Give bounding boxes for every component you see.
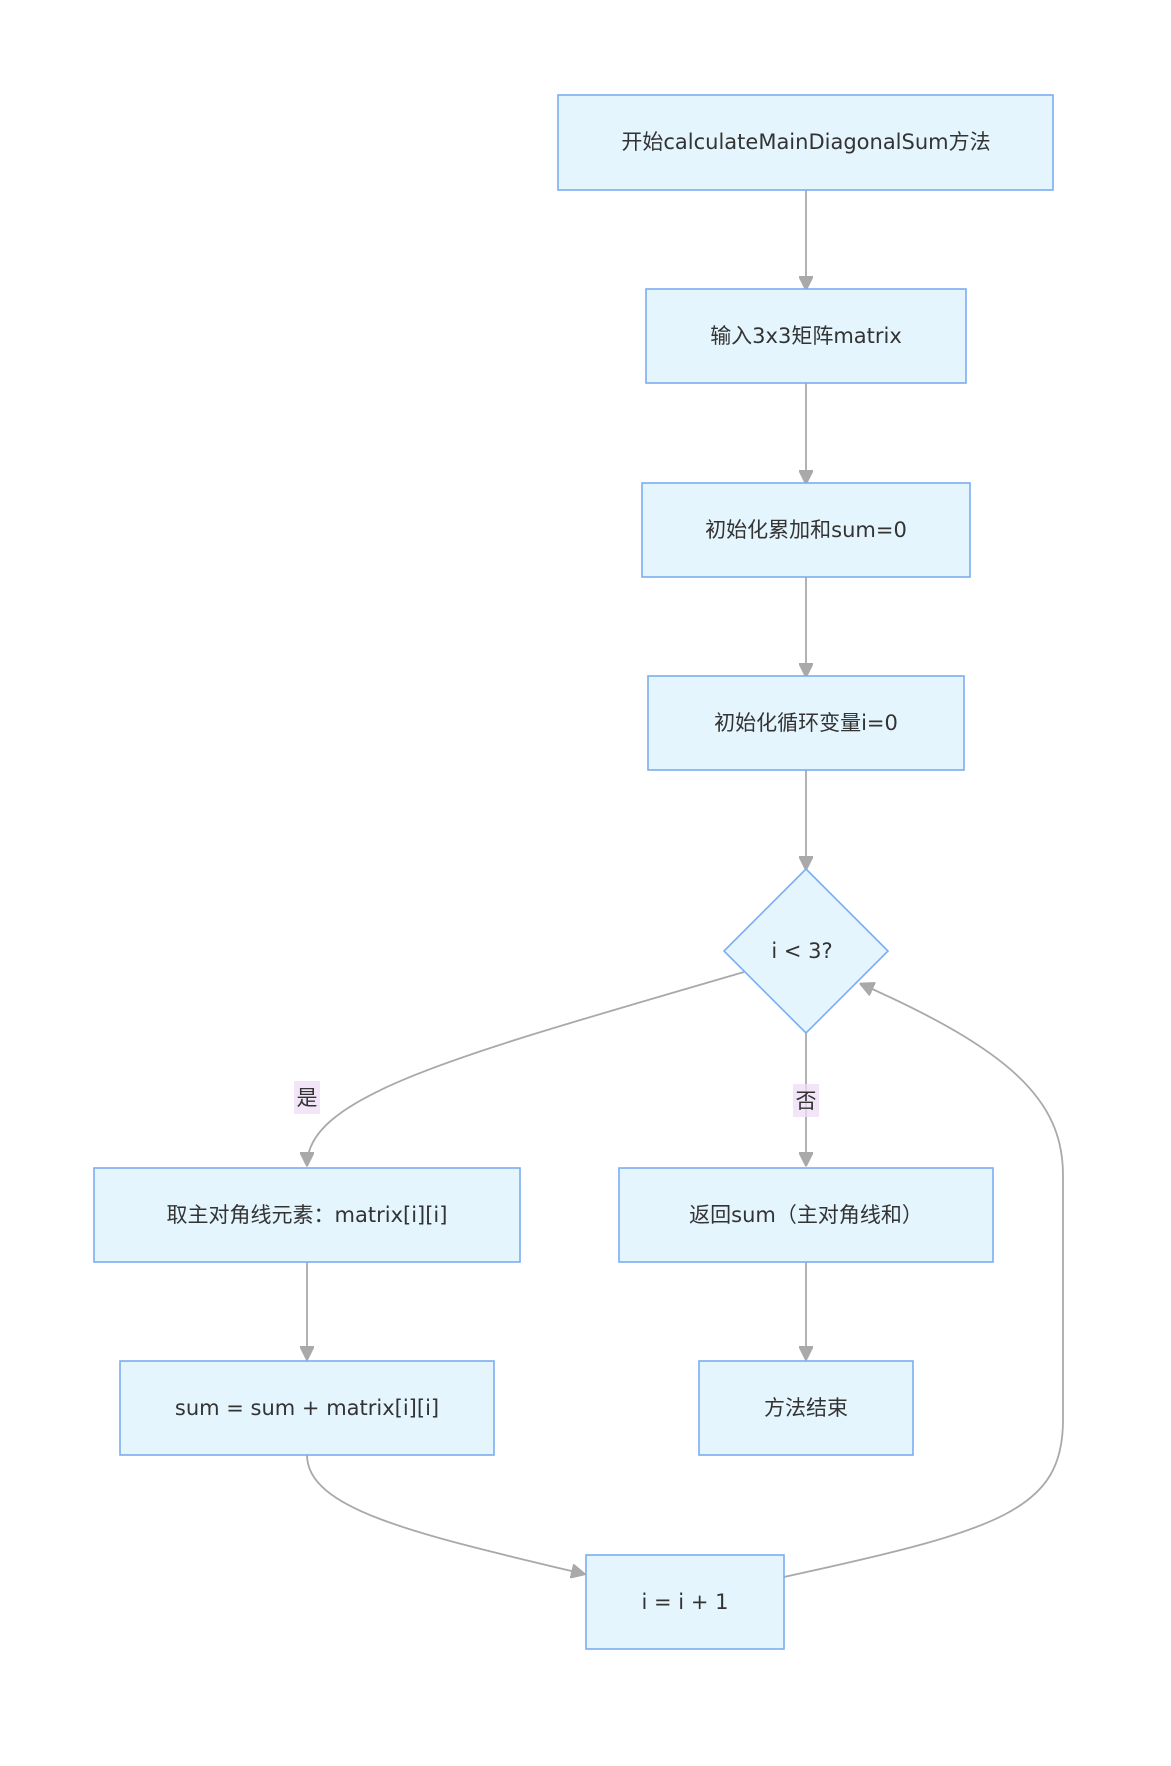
- node-init-sum: 初始化累加和sum=0: [641, 482, 971, 578]
- node-increment: i = i + 1: [585, 1554, 785, 1650]
- node-take-diagonal: 取主对角线元素：matrix[i][i]: [93, 1167, 521, 1263]
- edge-decision-to-take: [307, 971, 745, 1165]
- node-end: 方法结束: [698, 1360, 914, 1456]
- node-start-label: 开始calculateMainDiagonalSum方法: [621, 130, 990, 154]
- node-take-diagonal-label: 取主对角线元素：matrix[i][i]: [167, 1203, 448, 1227]
- edge-accumulate-to-increment: [306, 1454, 584, 1574]
- edge-increment-to-decision: [783, 984, 1064, 1578]
- node-start: 开始calculateMainDiagonalSum方法: [557, 94, 1054, 191]
- edge-label-no-text: 否: [796, 1089, 817, 1113]
- node-input: 输入3x3矩阵matrix: [645, 288, 967, 384]
- node-init-i: 初始化循环变量i=0: [647, 675, 965, 771]
- node-init-sum-label: 初始化累加和sum=0: [705, 518, 907, 542]
- node-accumulate-label: sum = sum + matrix[i][i]: [175, 1396, 439, 1420]
- node-decision-label: i < 3?: [771, 939, 832, 963]
- node-return: 返回sum（主对角线和）: [618, 1167, 994, 1263]
- edge-label-no: 否: [793, 1084, 819, 1117]
- node-init-i-label: 初始化循环变量i=0: [714, 711, 898, 735]
- node-return-label: 返回sum（主对角线和）: [689, 1203, 923, 1227]
- node-input-label: 输入3x3矩阵matrix: [710, 324, 902, 348]
- edge-label-yes-text: 是: [297, 1086, 318, 1110]
- node-accumulate: sum = sum + matrix[i][i]: [119, 1360, 495, 1456]
- edge-label-yes: 是: [294, 1081, 320, 1114]
- node-decision: i < 3?: [722, 867, 890, 1035]
- node-end-label: 方法结束: [764, 1396, 848, 1420]
- node-increment-label: i = i + 1: [642, 1590, 729, 1614]
